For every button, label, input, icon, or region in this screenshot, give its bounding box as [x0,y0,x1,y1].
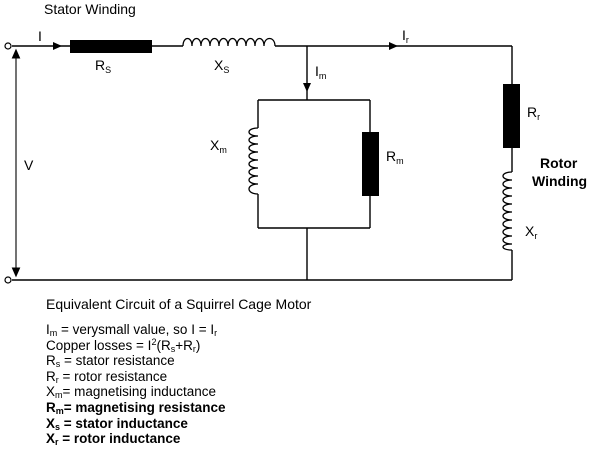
rm-label: Rm [386,148,404,166]
legend-line-xm: Xm= magnetising inductance [46,384,216,401]
current-im-arrow [303,83,311,92]
xr-label: Xr [525,223,537,241]
current-im-label: Im [315,63,326,81]
rotor-winding-label-1: Rotor [540,155,578,171]
current-ir-arrow [389,42,398,50]
legend-line-rm: Rm= magnetising resistance [46,399,226,416]
current-i-label: I [38,28,42,44]
rr-label: Rr [527,104,540,122]
legend-line-xr: Xr = rotor inductance [46,431,181,448]
resistor-rs [70,40,152,53]
terminal-bottom [4,276,12,284]
xs-label: XS [214,57,229,75]
stator-winding-label: Stator Winding [44,1,136,17]
current-i-arrow [53,42,62,50]
rs-label: RS [95,57,111,75]
legend: Im = verysmall value, so I = Ir Copper l… [46,322,225,447]
legend-line-copper-losses: Copper losses = I2(Rs+Rr) [46,336,201,354]
xm-label: Xm [210,137,227,155]
legend-line-rs: Rs = stator resistance [46,353,175,370]
circuit-wires [12,45,513,281]
diagram-caption: Equivalent Circuit of a Squirrel Cage Mo… [46,296,312,312]
voltage-label: V [24,157,34,173]
voltage-arrow [11,48,21,278]
rotor-winding-label-2: Winding [532,173,587,189]
resistor-rr [503,84,520,148]
inductor-xs [182,37,276,47]
inductor-xr [502,171,513,251]
resistor-rm [362,132,379,196]
current-ir-label: Ir [402,27,409,45]
legend-line-rr: Rr = rotor resistance [46,368,168,385]
legend-line-im: Im = verysmall value, so I = Ir [46,322,218,338]
inductor-xm [248,127,259,195]
legend-line-xs: Xs = stator inductance [46,415,188,432]
terminal-top [4,42,12,50]
